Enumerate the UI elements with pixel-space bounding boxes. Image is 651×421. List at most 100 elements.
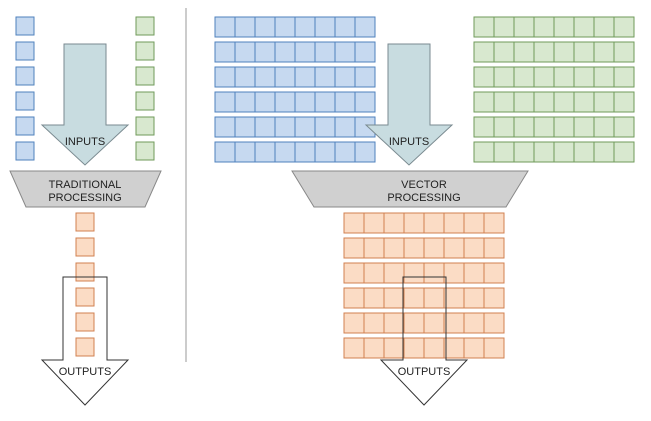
vector-input-b-cell bbox=[533, 41, 555, 63]
traditional-input-a-cell bbox=[15, 141, 35, 161]
vector-output-cell bbox=[463, 337, 485, 359]
vector-output-cell bbox=[403, 337, 425, 359]
vector-output-cell bbox=[363, 212, 385, 234]
vector-output-cell bbox=[343, 337, 365, 359]
vector-input-a-cell bbox=[294, 141, 316, 163]
vector-output-cell bbox=[363, 337, 385, 359]
vector-input-b-cell bbox=[573, 91, 595, 113]
vector-input-b-cell bbox=[493, 141, 515, 163]
traditional-input-b-cell bbox=[135, 91, 155, 111]
vector-input-b-cell bbox=[613, 16, 635, 38]
vector-input-a-cell bbox=[314, 116, 336, 138]
vector-input-b-cell bbox=[533, 116, 555, 138]
vector-input-b-cell bbox=[553, 91, 575, 113]
vector-input-a-cell bbox=[254, 141, 276, 163]
vector-output-cell bbox=[463, 262, 485, 284]
outputs-label-left: OUTPUTS bbox=[59, 366, 112, 378]
vector-input-b-cell bbox=[473, 66, 495, 88]
vector-input-a-cell bbox=[274, 91, 296, 113]
vector-input-b-cell bbox=[493, 16, 515, 38]
vector-output-cell bbox=[443, 262, 465, 284]
vector-input-b-cell bbox=[613, 91, 635, 113]
vector-input-a-cell bbox=[334, 116, 356, 138]
vector-processing-funnel bbox=[291, 170, 529, 208]
vector-input-a-cell bbox=[314, 16, 336, 38]
vector-input-b-cell bbox=[553, 16, 575, 38]
vector-output-cell bbox=[443, 287, 465, 309]
vector-input-b-cell bbox=[593, 116, 615, 138]
vector-input-a-cell bbox=[314, 41, 336, 63]
vector-input-b-cell bbox=[573, 66, 595, 88]
vector-output-cell bbox=[463, 237, 485, 259]
vector-output-cell bbox=[403, 237, 425, 259]
inputs-label-right: INPUTS bbox=[389, 136, 429, 148]
vector-input-a-cell bbox=[354, 41, 376, 63]
vector-input-b-cell bbox=[593, 16, 615, 38]
vector-input-a-cell bbox=[274, 66, 296, 88]
traditional-processing-funnel bbox=[9, 170, 162, 208]
vector-output-cell bbox=[343, 262, 365, 284]
vector-input-a-cell bbox=[334, 91, 356, 113]
vector-output-cell bbox=[383, 262, 405, 284]
vector-input-b-cell bbox=[573, 116, 595, 138]
vector-input-a-cell bbox=[214, 116, 236, 138]
vector-input-a-cell bbox=[254, 91, 276, 113]
vector-input-b-cell bbox=[613, 116, 635, 138]
vector-output-cell bbox=[363, 287, 385, 309]
vector-input-b-cell bbox=[573, 16, 595, 38]
traditional-output-cell bbox=[75, 287, 95, 307]
vector-output-cell bbox=[423, 212, 445, 234]
inputs-arrow-left bbox=[40, 43, 130, 166]
vector-input-b-cell bbox=[553, 66, 575, 88]
vector-output-cell bbox=[403, 312, 425, 334]
traditional-output-cell bbox=[75, 237, 95, 257]
outputs-label-right: OUTPUTS bbox=[398, 366, 451, 378]
vector-input-a-cell bbox=[314, 141, 336, 163]
vector-output-cell bbox=[343, 237, 365, 259]
vector-output-cell bbox=[483, 312, 505, 334]
vector-output-cell bbox=[403, 212, 425, 234]
vector-input-a-cell bbox=[274, 41, 296, 63]
vector-output-cell bbox=[483, 337, 505, 359]
vector-input-a-cell bbox=[314, 91, 336, 113]
vector-input-b-cell bbox=[533, 16, 555, 38]
vector-input-a-cell bbox=[294, 91, 316, 113]
vector-input-a-cell bbox=[294, 66, 316, 88]
vector-output-grid bbox=[343, 212, 505, 359]
traditional-input-a-cell bbox=[15, 91, 35, 111]
vector-input-b-cell bbox=[473, 41, 495, 63]
vector-input-b-cell bbox=[473, 116, 495, 138]
traditional-processing-label-line1: TRADITIONAL bbox=[49, 179, 122, 191]
inputs-arrow-right bbox=[364, 43, 454, 166]
traditional-input-b-cell bbox=[135, 66, 155, 86]
vector-input-b-cell bbox=[553, 41, 575, 63]
vector-input-a-cell bbox=[214, 91, 236, 113]
traditional-input-b-cell bbox=[135, 141, 155, 161]
vector-input-b-cell bbox=[613, 41, 635, 63]
vector-output-cell bbox=[363, 262, 385, 284]
vector-input-grid-a bbox=[214, 16, 376, 163]
vector-input-b-cell bbox=[593, 91, 615, 113]
vector-input-a-cell bbox=[334, 66, 356, 88]
vector-input-a-cell bbox=[314, 66, 336, 88]
vector-output-cell bbox=[363, 312, 385, 334]
outputs-arrow-right bbox=[379, 276, 469, 406]
vector-output-cell bbox=[343, 287, 365, 309]
vector-input-b-cell bbox=[493, 41, 515, 63]
vector-input-a-cell bbox=[274, 116, 296, 138]
vector-input-b-cell bbox=[553, 116, 575, 138]
vector-output-cell bbox=[443, 337, 465, 359]
vector-input-b-cell bbox=[533, 141, 555, 163]
vector-processing-label-line2: PROCESSING bbox=[387, 192, 460, 204]
traditional-input-b-cell bbox=[135, 16, 155, 36]
traditional-input-b-cell bbox=[135, 116, 155, 136]
vector-input-b-cell bbox=[513, 41, 535, 63]
vector-input-b-cell bbox=[593, 66, 615, 88]
vector-input-b-cell bbox=[513, 141, 535, 163]
vector-output-cell bbox=[463, 287, 485, 309]
vector-output-cell bbox=[423, 312, 445, 334]
vector-output-cell bbox=[423, 262, 445, 284]
vector-input-b-cell bbox=[493, 116, 515, 138]
outputs-arrow-left bbox=[40, 276, 130, 406]
